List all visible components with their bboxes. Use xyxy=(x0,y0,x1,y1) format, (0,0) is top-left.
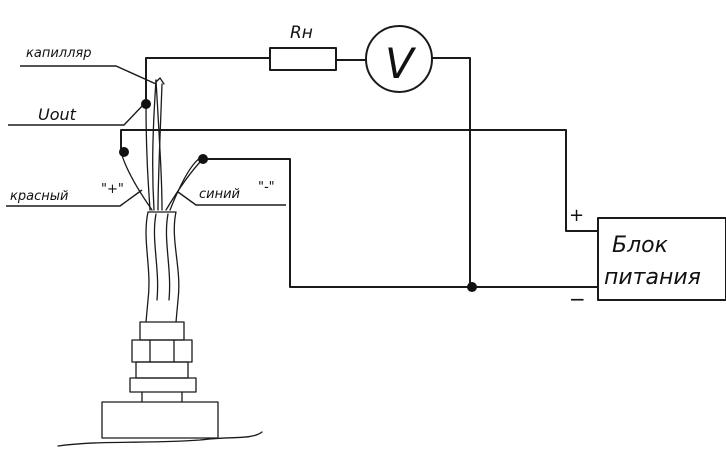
capillary-label: капилляр xyxy=(26,46,91,61)
sensor-base xyxy=(101,401,219,439)
capillary-leader xyxy=(20,65,157,85)
blue-wire-sign: "-" xyxy=(258,180,275,195)
power-supply-label-line2: питания xyxy=(604,265,701,290)
wire-blue-to-psu-minus xyxy=(202,158,599,288)
blue-wire-leader xyxy=(177,191,286,206)
blue-wire-node xyxy=(198,154,208,164)
uout-wire-node xyxy=(141,99,151,109)
wire-voltmeter-to-node xyxy=(431,57,471,287)
psu-plus-sign: + xyxy=(569,205,584,226)
junction-node xyxy=(467,282,477,292)
voltmeter-label: V xyxy=(385,39,417,88)
red-wire-sign: "+" xyxy=(101,182,124,197)
power-supply-label-line1: Блок xyxy=(612,233,669,258)
ground-line xyxy=(57,431,263,447)
red-wire-leader xyxy=(6,189,143,207)
sensor-cable-jacket-stripe xyxy=(153,213,171,301)
sensor-cable-wires xyxy=(120,77,204,211)
load-resistor-rn xyxy=(269,47,337,71)
load-resistor-label: Rн xyxy=(290,23,313,43)
wire-uout-to-rn xyxy=(145,57,271,105)
power-supply-block xyxy=(597,217,726,301)
blue-wire-label: синий xyxy=(199,187,240,202)
psu-minus-sign: − xyxy=(569,287,586,311)
uout-leader xyxy=(8,103,145,126)
red-wire-label: красный xyxy=(10,189,68,204)
wire-red-to-psu-plus xyxy=(120,129,599,232)
uout-label: Uout xyxy=(38,105,77,124)
sensor-cable-jacket xyxy=(145,211,180,323)
sensor-cable-gland xyxy=(129,321,197,403)
red-wire-node xyxy=(119,147,129,157)
